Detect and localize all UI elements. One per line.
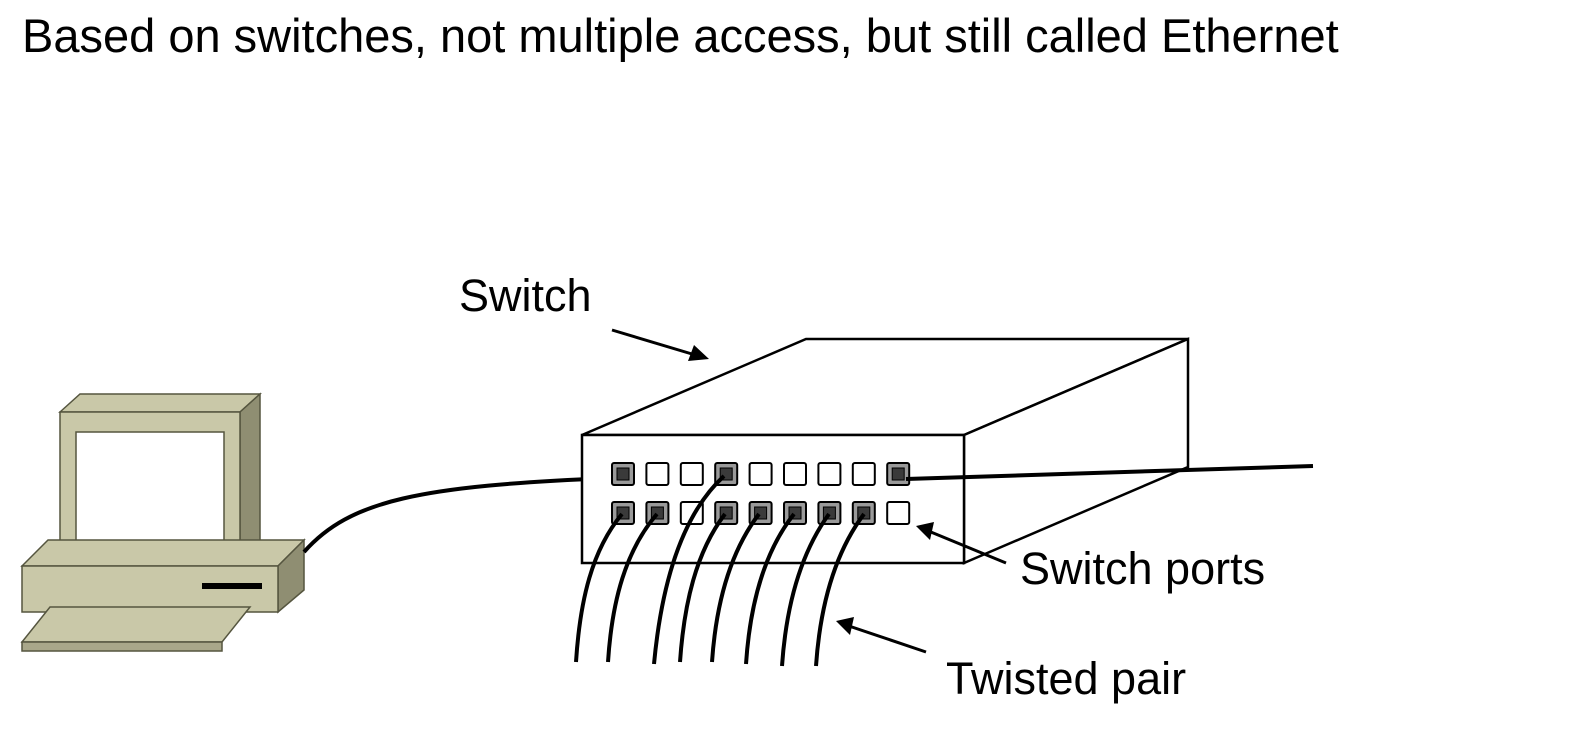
cable-5 [710, 512, 761, 663]
cable-1 [574, 512, 624, 663]
drive-slot [202, 583, 262, 589]
switch-port-top-3 [679, 462, 704, 486]
uplink-cable [905, 464, 1314, 481]
cable-6 [744, 512, 796, 665]
keyboard-top [20, 606, 252, 643]
slide-title: Based on switches, not multiple access, … [22, 9, 1339, 62]
port-plug-top-1 [616, 467, 630, 481]
monitor-screen [75, 431, 225, 543]
switch-port-bottom-9 [886, 501, 911, 525]
monitor-top [58, 393, 262, 413]
switch-ports-arrowhead [916, 522, 934, 540]
twisted-pair-arrow [845, 623, 927, 654]
port-plug-top-9 [891, 467, 905, 481]
monitor-side [239, 392, 261, 558]
twisted-pair-label: Twisted pair [946, 653, 1186, 704]
switch-port-top-5 [748, 462, 773, 486]
network-switch-icon [580, 337, 1190, 565]
switch-arrow [611, 328, 703, 359]
twisted-pair-arrowhead [836, 617, 854, 635]
switch-front-face [580, 433, 966, 565]
switch-port-top-6 [783, 462, 807, 486]
cable-8 [814, 512, 866, 667]
switch-port-top-8 [851, 462, 876, 486]
desktop-computer-icon [20, 392, 306, 652]
switch-ports-label: Switch ports [1020, 543, 1265, 594]
computer-cable [302, 476, 611, 554]
twisted-pair-cables [574, 474, 866, 667]
cable-7 [780, 512, 831, 667]
switch-arrowhead [688, 345, 709, 361]
switch-port-top-7 [817, 462, 842, 486]
cable-2 [606, 512, 659, 663]
cable-3 [652, 474, 726, 665]
switch-label: Switch [459, 270, 592, 321]
cable-4 [678, 512, 727, 663]
base-top [20, 539, 306, 567]
switch-port-top-2 [645, 462, 670, 486]
switch-ports-arrow [925, 528, 1007, 565]
keyboard-front [21, 641, 223, 652]
